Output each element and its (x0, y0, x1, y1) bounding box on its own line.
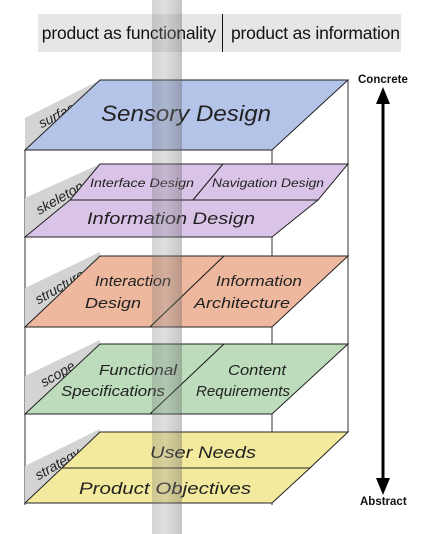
structure-tab (25, 252, 100, 327)
surface-face (23, 79, 350, 151)
surface-plane: surface Sensory Design (23, 79, 350, 151)
divider-beam (152, 0, 182, 534)
scope-content-line2: Requirements (196, 383, 290, 400)
skeleton-plane: skeleton Information Design Interface De… (23, 163, 350, 238)
axis-abstract-label: Abstract (360, 496, 407, 508)
surface-sensory-design: Sensory Design (101, 101, 271, 126)
header-information-label: product as information (231, 22, 400, 43)
concrete-abstract-arrow (376, 87, 390, 495)
header-divider (222, 14, 223, 52)
scope-content-face (148, 343, 350, 415)
strategy-tab (25, 429, 100, 503)
skeleton-navigation-design: Navigation Design (212, 178, 324, 190)
skeleton-tab (25, 164, 100, 237)
axis-concrete-label: Concrete (358, 74, 408, 86)
strategy-plane: strategy User Needs Product Objectives (23, 429, 350, 504)
skeleton-navigation-face (191, 163, 350, 201)
scope-plane: scope Functional Specifications Content … (23, 340, 350, 415)
strategy-needs-face (60, 431, 350, 469)
structure-plane: structure Interaction Design Information… (23, 252, 350, 328)
scope-functional-line2: Specifications (61, 383, 166, 400)
structure-architecture-face (148, 255, 350, 328)
structure-information-line1: Information (216, 273, 302, 290)
structure-interaction-line2: Design (85, 295, 141, 312)
structure-information-line2: Architecture (193, 295, 290, 312)
scope-content-line1: Content (228, 362, 287, 379)
scope-tab (25, 340, 100, 414)
header-information: product as information (223, 14, 401, 52)
